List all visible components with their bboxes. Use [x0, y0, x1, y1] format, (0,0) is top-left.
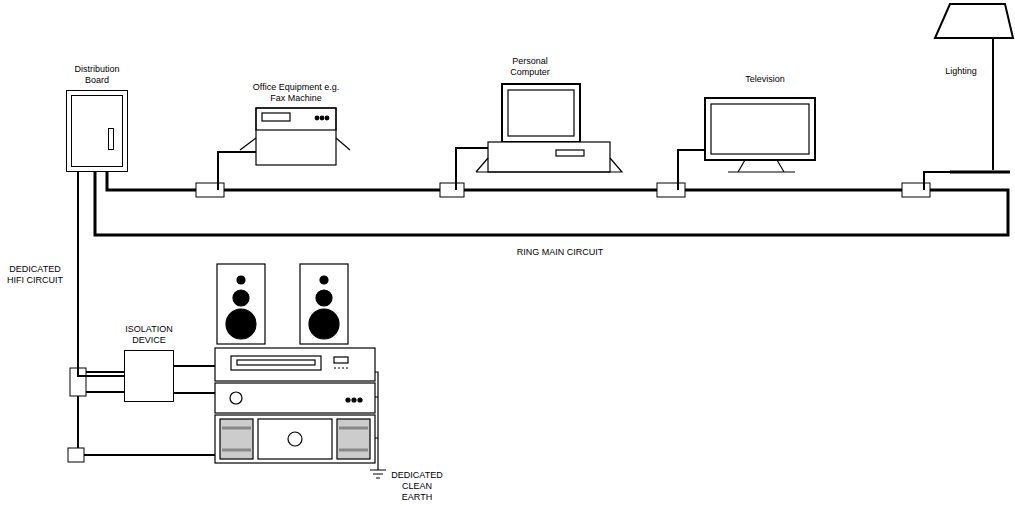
isolation-device-label: ISOLATION DEVICE: [114, 324, 184, 346]
lamp: [935, 4, 1013, 172]
hifi-circuit-wire: [78, 172, 124, 376]
ring-main-wire: [95, 172, 1008, 235]
socket: [196, 183, 930, 197]
equipment-label: Personal Computer: [500, 56, 560, 78]
socket: [68, 368, 86, 462]
cd-player: [215, 348, 375, 381]
personal-computer: [476, 84, 622, 172]
equipment-label: Lighting: [938, 66, 984, 77]
circuit-label: RING MAIN CIRCUIT: [480, 247, 640, 258]
power-amplifier: [215, 415, 375, 463]
speaker: [217, 264, 348, 344]
equipment-label: Television: [730, 74, 800, 85]
earth-wiring: [370, 372, 386, 478]
circuit-label: DEDICATED HIFI CIRCUIT: [6, 264, 64, 286]
earth-label: DEDICATED CLEAN EARTH: [386, 470, 448, 503]
television: [705, 98, 815, 172]
fax-machine: [240, 108, 350, 165]
equipment-label: Office Equipment e.g. Fax Machine: [250, 82, 342, 104]
board-handle: [108, 128, 114, 150]
board-panel: [71, 95, 123, 167]
distribution-board-label: Distribution Board: [62, 64, 132, 86]
distribution-board: Distribution Board: [66, 90, 128, 172]
isolation-device: ISOLATION DEVICE: [124, 350, 174, 402]
amplifier: [215, 383, 375, 413]
